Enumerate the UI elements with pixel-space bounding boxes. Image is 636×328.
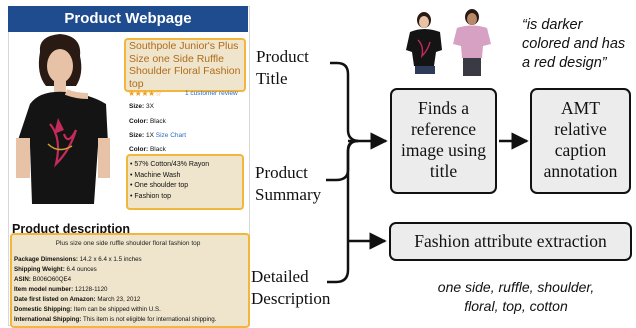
extracted-attributes-line2: floral, top, cotton — [464, 298, 568, 314]
rating-stars: ★★★★☆ — [128, 89, 162, 98]
product-model-photo — [10, 34, 118, 214]
find-reference-image-box: Finds a reference image using title — [390, 88, 497, 194]
reference-image-2 — [449, 8, 495, 76]
summary-item: • 57% Cotton/43% Rayon — [130, 161, 210, 168]
extracted-attributes-line1: one side, ruffle, shoulder, — [437, 279, 595, 295]
amt-caption-annotation-box: AMT relative caption annotation — [530, 88, 631, 194]
title-highlight — [124, 38, 246, 92]
detail-row: ASIN: B006O60QE4 — [14, 276, 72, 283]
detail-row: Date first listed on Amazon: March 23, 2… — [14, 296, 141, 303]
description-highlight — [10, 233, 250, 328]
detail-row: International Shipping: This item is not… — [14, 316, 217, 323]
summary-highlight — [126, 154, 244, 210]
size-label: Size: — [129, 132, 145, 139]
detail-row: Domestic Shipping: Item can be shipped w… — [14, 306, 161, 313]
customer-review-link[interactable]: 1 customer review — [185, 90, 238, 97]
summary-item: • Fashion top — [130, 192, 171, 200]
detail-row: Item model number: 12128-1120 — [14, 286, 108, 293]
product-description-heading: Product description — [12, 222, 131, 236]
color-label: Color: — [129, 118, 149, 125]
size-3x-row: Size: 3X — [129, 103, 154, 110]
product-summary-list: • 57% Cotton/43% Rayon • Machine Wash • … — [130, 160, 209, 202]
reference-image-1 — [402, 10, 448, 74]
color-row-1: Color: Black — [129, 118, 166, 125]
color-value: Black — [149, 118, 166, 125]
size-value: 3X — [145, 103, 154, 110]
size-1x-row: Size: 1X Size Chart — [129, 132, 186, 139]
size-value: 1X — [145, 132, 154, 139]
summary-item: • Machine Wash — [130, 171, 181, 179]
fashion-attribute-extraction-box: Fashion attribute extraction — [389, 222, 632, 261]
summary-item: • One shoulder top — [130, 182, 189, 189]
detail-row: Package Dimensions: 14.2 x 6.4 x 1.5 inc… — [14, 256, 142, 263]
color-value: Black — [149, 146, 166, 153]
page-header: Product Webpage — [8, 6, 248, 32]
detail-row: Shipping Weight: 6.4 ounces — [14, 266, 97, 273]
relative-caption-quote: “is darker colored and has a red design” — [522, 17, 626, 71]
product-title[interactable]: Southpole Junior's Plus Size one Side Ru… — [129, 40, 241, 90]
color-row-2: Color: Black — [129, 146, 166, 153]
size-label: Size: — [129, 103, 145, 110]
color-label: Color: — [129, 146, 149, 153]
description-tagline: Plus size one side ruffle shoulder flora… — [55, 240, 201, 247]
size-chart-link[interactable]: Size Chart — [155, 132, 187, 139]
